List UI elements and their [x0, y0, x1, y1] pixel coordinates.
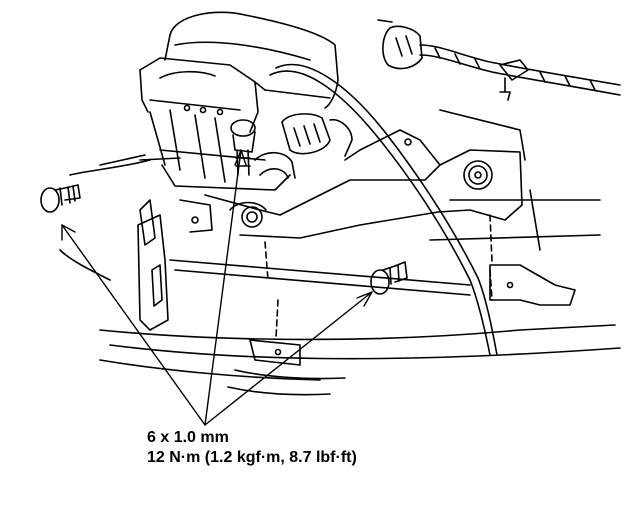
floor-panel: [59, 109, 621, 396]
torque-spec-label: 12 N·m (1.2 kgf·m, 8.7 lbf·ft): [147, 449, 357, 466]
leader-to-center-bolt: [204, 149, 242, 426]
sensor-cable: [269, 63, 498, 356]
leader-to-left-bolt: [61, 224, 206, 426]
bolt-size-label: 6 x 1.0 mm: [147, 429, 229, 446]
mounting-bracket: [99, 129, 523, 239]
bolt-right: [370, 261, 408, 295]
lower-brackets: [249, 214, 576, 366]
leader-arrows: [61, 149, 373, 426]
left-panel-bracket: [137, 199, 169, 331]
sensor-connector: [281, 113, 353, 157]
sensor-unit: [139, 11, 339, 191]
leader-to-right-bolt: [204, 291, 373, 426]
bolt-left: [40, 184, 81, 213]
wire-harness: [377, 19, 621, 101]
torque-callout: 6 x 1.0 mm 12 N·m (1.2 kgf·m, 8.7 lbf·ft…: [147, 428, 357, 468]
